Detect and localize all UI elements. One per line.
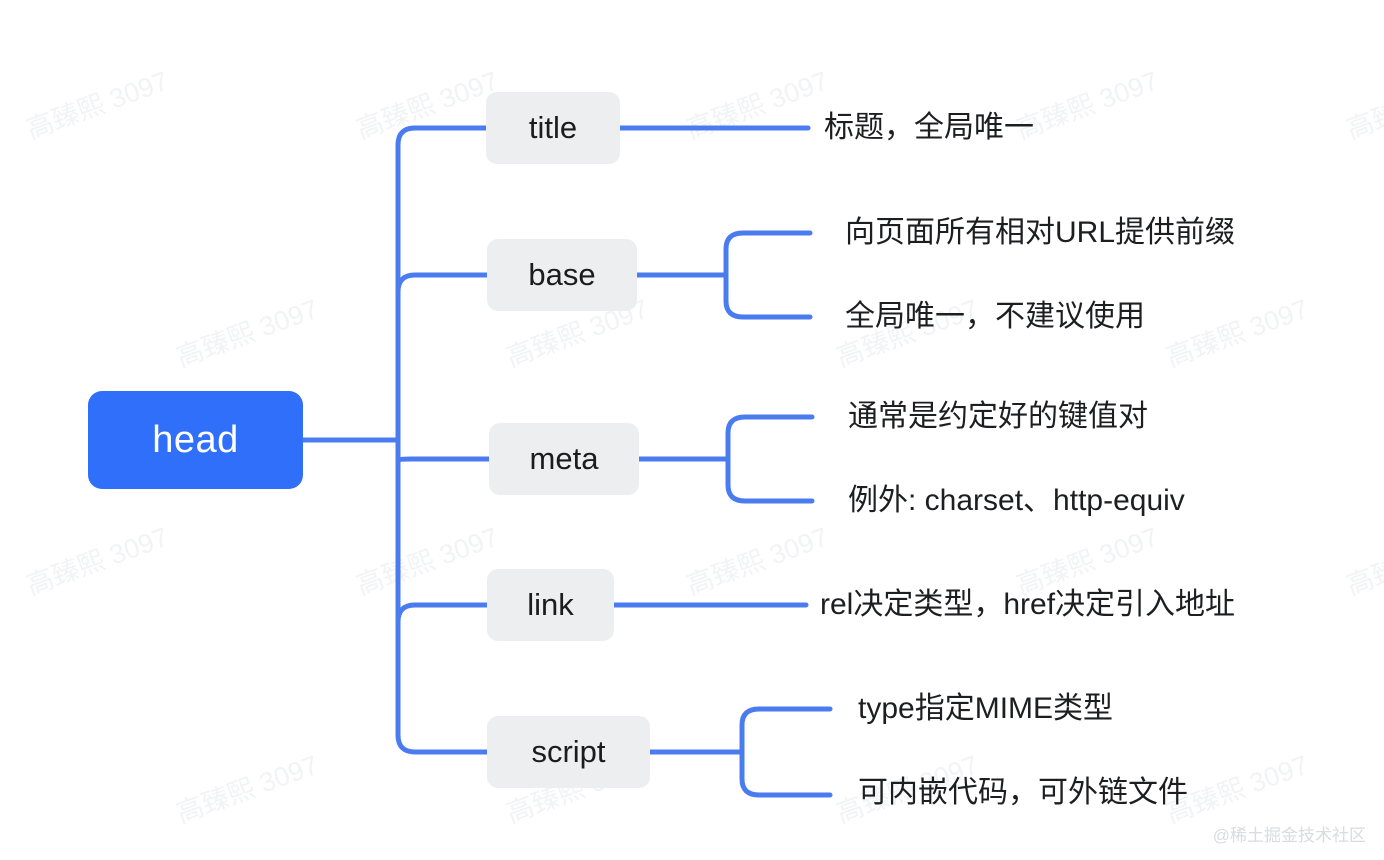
node-branch-title-label: title bbox=[528, 110, 578, 145]
node-branch-meta[interactable]: meta bbox=[489, 423, 639, 495]
brand-watermark: @稀土掘金技术社区 bbox=[1212, 826, 1366, 845]
node-root-head[interactable]: head bbox=[88, 391, 303, 489]
leaf-base-1: 向页面所有相对URL提供前缀 bbox=[845, 216, 1236, 249]
watermark-text: 高臻熙 3097 bbox=[352, 65, 503, 145]
wire-meta-sub-up bbox=[725, 414, 815, 462]
leaf-title-1: 标题，全局唯一 bbox=[824, 111, 1034, 144]
watermark-text: 高臻熙 3097 bbox=[172, 293, 323, 373]
leaf-meta-1: 通常是约定好的键值对 bbox=[848, 400, 1148, 433]
watermark-text: 高臻熙 3097 bbox=[1342, 66, 1384, 145]
wire-branch-link bbox=[395, 602, 490, 625]
node-branch-link-label: link bbox=[527, 587, 574, 622]
watermark-text: 高臻熙 3097 bbox=[352, 521, 503, 601]
node-branch-meta-label: meta bbox=[529, 441, 599, 476]
node-branch-script[interactable]: script bbox=[487, 716, 650, 788]
node-branch-link[interactable]: link bbox=[487, 569, 614, 641]
wire-meta-sub-dn bbox=[725, 456, 815, 504]
wire-branch-base bbox=[395, 272, 490, 295]
node-branch-title[interactable]: title bbox=[486, 92, 620, 164]
watermark-text: 高臻熙 3097 bbox=[1162, 293, 1313, 373]
wire-script-sub-dn bbox=[739, 749, 833, 798]
wire-trunk bbox=[395, 125, 489, 148]
node-root-label: head bbox=[152, 418, 239, 461]
wire-branch-meta bbox=[395, 456, 492, 463]
node-branch-base[interactable]: base bbox=[487, 239, 637, 311]
leaf-base-2: 全局唯一，不建议使用 bbox=[845, 300, 1145, 333]
wire-trunk-bottom bbox=[395, 732, 490, 755]
watermark-text: 高臻熙 3097 bbox=[22, 65, 173, 145]
leaf-link-1: rel决定类型，href决定引入地址 bbox=[820, 588, 1236, 621]
wire-script-sub-up bbox=[739, 706, 833, 755]
wire-base-sub-up bbox=[723, 230, 813, 278]
node-branch-script-label: script bbox=[531, 734, 606, 769]
wire-base-sub-dn bbox=[723, 272, 813, 320]
node-branch-base-label: base bbox=[528, 257, 596, 292]
watermark-text: 高臻熙 3097 bbox=[682, 65, 833, 145]
watermark-text: 高臻熙 3097 bbox=[22, 521, 173, 601]
watermark-text: 高臻熙 3097 bbox=[682, 521, 833, 601]
leaf-meta-2: 例外: charset、http-equiv bbox=[848, 484, 1185, 517]
watermark-text: 高臻熙 3097 bbox=[172, 749, 323, 829]
leaf-script-1: type指定MIME类型 bbox=[858, 692, 1114, 725]
watermark-text: 高臻熙 3097 bbox=[1342, 522, 1384, 601]
leaf-script-2: 可内嵌代码，可外链文件 bbox=[858, 776, 1188, 809]
